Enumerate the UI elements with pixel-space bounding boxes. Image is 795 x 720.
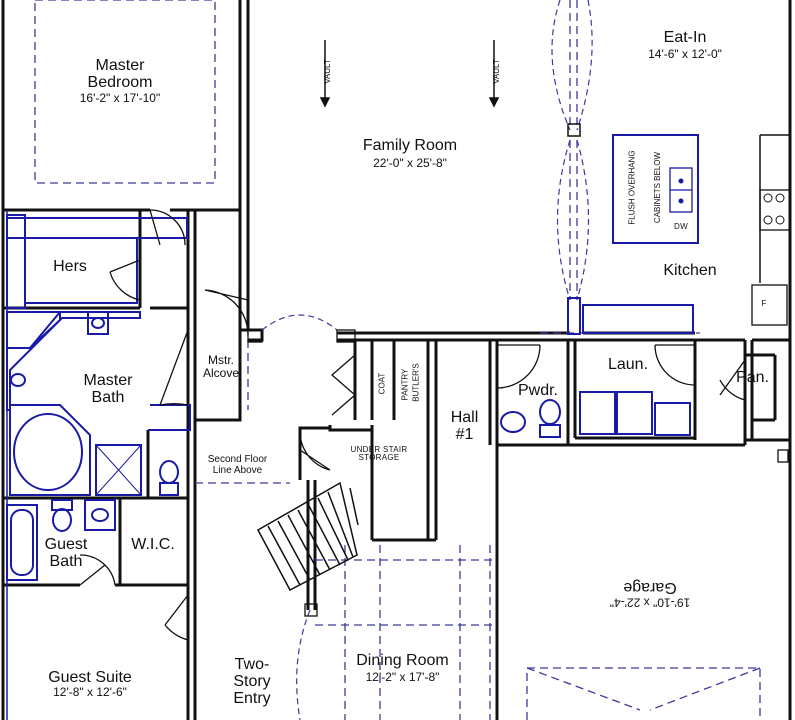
master-bath-label: Master Bath: [83, 372, 133, 406]
master-bedroom-dims: 16'-2" x 17'-10": [79, 91, 161, 105]
guest-suite-dims: 12'-8" x 12'-6": [53, 685, 127, 699]
dishwasher-label: DW: [674, 222, 688, 231]
pwdr-label: Pwdr.: [517, 382, 558, 399]
dining-room-dims: 12'-2" x 17'-8": [365, 670, 440, 684]
garage-label: Garage: [623, 578, 677, 596]
cabinets-below-note: CABINETS BELOW: [653, 151, 663, 224]
dining-room-label: Dining Room: [356, 652, 449, 669]
dashed-lines: [34, 0, 761, 720]
guest-suite-label: Guest Suite: [48, 669, 132, 686]
vault-arrows: [319, 40, 500, 108]
wic-label: W.I.C.: [131, 536, 175, 553]
pantry-note: PANTRY: [400, 368, 410, 401]
garage-dims: 19'-10" x 22'-4": [609, 595, 691, 610]
family-room-label: Family Room: [362, 137, 458, 154]
kitchen-label: Kitchen: [663, 262, 717, 279]
laun-label: Laun.: [607, 356, 649, 373]
doors: [79, 209, 789, 641]
eat-in-dims: 14'-6" x 12'-0": [648, 47, 722, 61]
fridge-label: F: [761, 299, 767, 308]
pan-label: Pan.: [736, 369, 769, 386]
vault-note-left: VAULT: [322, 59, 332, 84]
hers-label: Hers: [53, 258, 87, 275]
eat-in-label: Eat-In: [663, 29, 707, 46]
stair: [256, 481, 359, 592]
second-floor-note: Second Floor Line Above: [207, 454, 268, 476]
mstr-alcove-label: Mstr. Alcove: [202, 353, 240, 380]
butlers-note: BUTLER'S: [411, 363, 421, 402]
vault-note-right: VAULT: [491, 59, 501, 84]
under-stair-note: UNDER STAIR STORAGE: [350, 445, 408, 463]
guest-bath-label: Guest Bath: [44, 536, 88, 570]
master-bedroom-label: Master Bedroom: [87, 57, 153, 91]
coat-note: COAT: [377, 372, 387, 395]
fixtures: [6, 123, 791, 720]
hall-label: Hall #1: [450, 409, 479, 443]
flush-overhang-note: FLUSH OVERHANG: [627, 150, 637, 225]
family-room-dims: 22'-0" x 25'-8": [373, 156, 447, 170]
two-story-entry-label: Two- Story Entry: [233, 656, 271, 707]
